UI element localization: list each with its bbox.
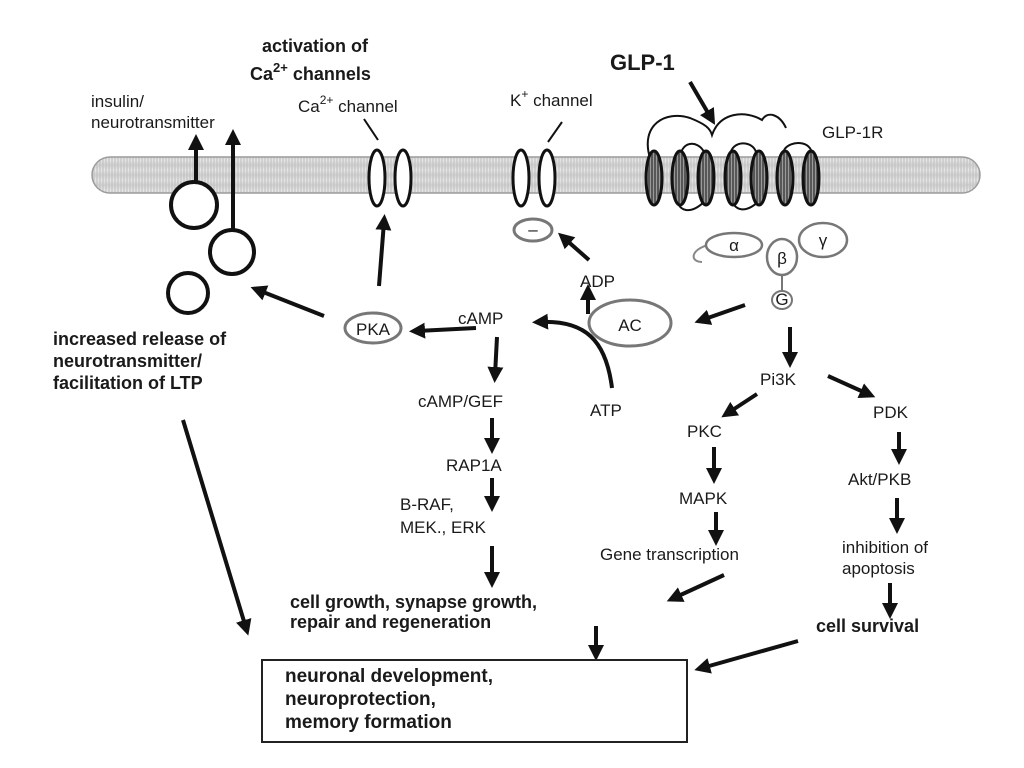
- inhibition-label-line1: inhibition of: [842, 538, 928, 557]
- receptor-loops: [646, 113, 813, 212]
- braf-label-line1: B-RAF,: [400, 495, 454, 514]
- adenylyl-cyclase: [587, 298, 673, 348]
- survival-label: cell survival: [816, 616, 919, 636]
- final-outcome-line3: memory formation: [285, 712, 452, 733]
- pkc-label: PKC: [687, 422, 722, 441]
- adp-label: ADP: [580, 272, 615, 291]
- camp-label: cAMP: [458, 309, 503, 328]
- g-gamma-label: γ: [819, 231, 828, 250]
- final-outcome-line1: neuronal development,: [285, 666, 493, 687]
- calcium-channel: [363, 118, 413, 208]
- ac-label: AC: [618, 316, 642, 335]
- final-outcome-box: [261, 659, 688, 743]
- survival-to-final-arrow: [694, 639, 799, 674]
- pdk-label: PDK: [873, 403, 909, 422]
- camp-to-gef-arrow: [487, 336, 504, 383]
- atp-label: ATP: [590, 401, 622, 420]
- release-label-line2: neurotransmitter/: [53, 351, 202, 371]
- pi3k-to-pdk-arrow: [827, 374, 876, 399]
- glp1-receptor: [644, 149, 821, 207]
- final-outcome-line2: neuroprotection,: [285, 689, 436, 710]
- release-label-line1: increased release of: [53, 329, 227, 349]
- akt-label: Akt/PKB: [848, 470, 911, 489]
- glp1-binding-arrow: [688, 80, 716, 125]
- vesicle-middle: [208, 228, 256, 276]
- growth-label-line2: repair and regeneration: [290, 612, 491, 632]
- receptor-label: GLP-1R: [822, 123, 883, 142]
- release-label-line3: facilitation of LTP: [53, 373, 203, 393]
- g-alpha: [704, 231, 764, 259]
- pi3k-to-pkc-arrow: [721, 392, 759, 418]
- g-to-ac-arrow: [694, 303, 746, 325]
- insulin-label-line1: insulin/: [91, 92, 144, 111]
- release-to-final-arrow: [181, 419, 252, 636]
- activation-label-line1: activation of: [262, 36, 369, 56]
- pka-to-ca-channel-arrow: [375, 214, 392, 287]
- mapk-label: MAPK: [679, 489, 728, 508]
- vesicle-fusing: [169, 180, 219, 230]
- inhibition-label-line2: apoptosis: [842, 559, 915, 578]
- activation-label-line2: Ca2+ channels: [250, 60, 371, 84]
- insulin-label-line2: neurotransmitter: [91, 113, 215, 132]
- cell-membrane: [91, 156, 981, 194]
- vesicle-group: [166, 129, 256, 315]
- ca-channel-label: Ca2+ channel: [298, 93, 398, 116]
- gene-to-growth-arrow: [666, 573, 725, 602]
- braf-label-line2: MEK., ERK: [400, 518, 487, 537]
- pi3k-label: Pi3K: [760, 370, 797, 389]
- camp-gef-label: cAMP/GEF: [418, 392, 503, 411]
- pka-node: [343, 311, 403, 345]
- g-alpha-label: α: [729, 236, 739, 255]
- g-beta-label: β: [777, 249, 787, 268]
- glp1-label: GLP-1: [610, 50, 675, 75]
- growth-label-line1: cell growth, synapse growth,: [290, 592, 537, 612]
- rap1a-label: RAP1A: [446, 456, 502, 475]
- g-label: G: [775, 290, 788, 309]
- camp-to-pka-arrow: [409, 322, 477, 339]
- atp-to-camp-arrow: [532, 313, 614, 389]
- k-channel-label: K+ channel: [510, 87, 593, 110]
- potassium-channel: [511, 121, 563, 208]
- gene-transcription-label: Gene transcription: [600, 545, 739, 564]
- pka-to-release-arrow: [250, 285, 325, 318]
- vesicle-lower: [166, 271, 210, 315]
- k-channel-inhibitor: [512, 217, 554, 243]
- adp-to-k-channel-arrow: [557, 232, 591, 262]
- g-gamma: [797, 221, 849, 259]
- pka-label: PKA: [356, 320, 391, 339]
- g-protein: [692, 221, 849, 310]
- minus-sign: –: [528, 220, 538, 239]
